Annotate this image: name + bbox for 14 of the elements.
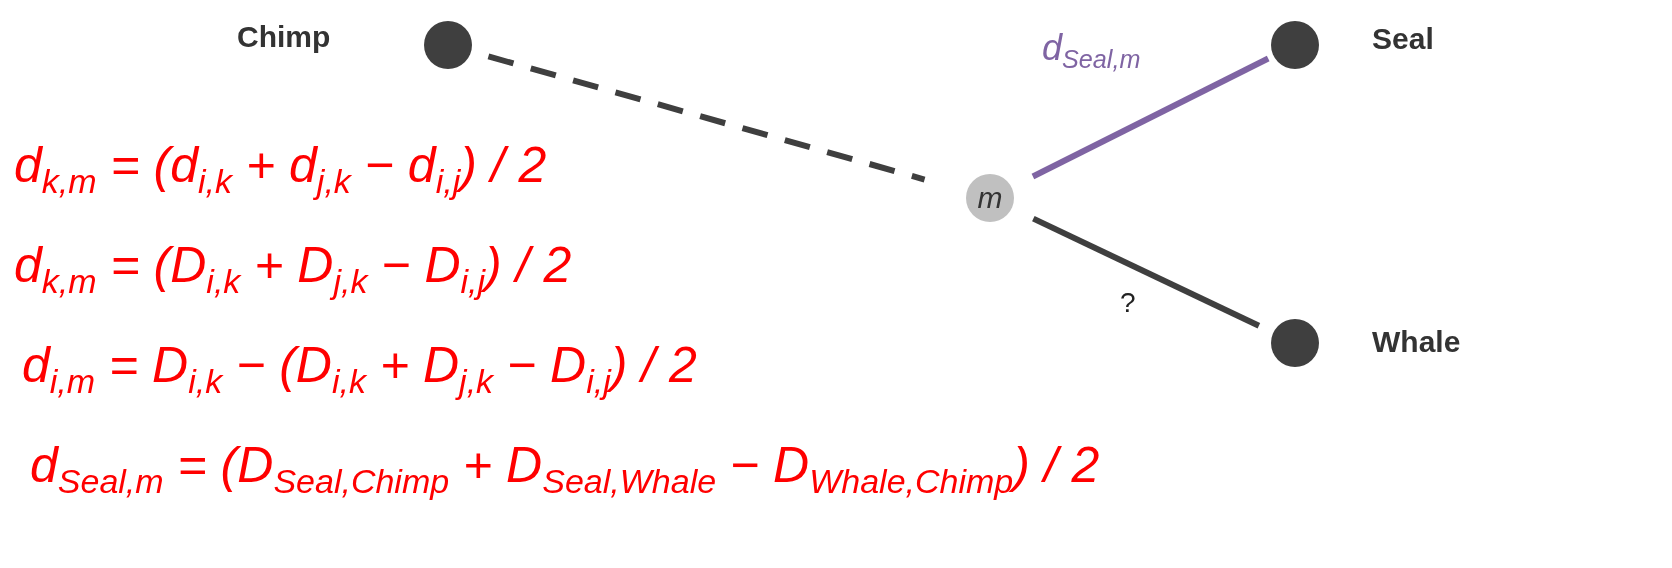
node-label: Whale xyxy=(1372,325,1461,359)
internal-node-circle: m xyxy=(966,174,1014,222)
leaf-node-dot xyxy=(1271,21,1319,69)
formula-text: d$_{k,m}$ = (d$_{i,k}$ + d$_{j,k}$ − d$_{i,j}$) / 2 xyxy=(14,140,547,198)
node-label: Chimp xyxy=(237,20,331,54)
leaf-node-dot xyxy=(1271,319,1319,367)
node-label: Seal xyxy=(1372,22,1434,56)
formula-text: d$_{Seal,m}$ = (D$_{Seal,Chimp}$ + D$_{Seal,Whale}$ − D$_{Whale,Chimp}$) / 2 xyxy=(30,440,1100,498)
tree-branch-line xyxy=(1031,55,1270,180)
leaf-node-dot xyxy=(424,21,472,69)
dashed-line xyxy=(487,53,926,183)
formula-text: d$_{k,m}$ = (D$_{i,k}$ + D$_{j,k}$ − D$_{i,j}$) / 2 xyxy=(14,240,572,298)
formula-text: d$_{i,m}$ = D$_{i,k}$ − (D$_{i,k}$ + D$_{j,k}$ − D$_{i,j}$) / 2 xyxy=(22,340,697,398)
tree-branch-line xyxy=(1032,215,1261,329)
